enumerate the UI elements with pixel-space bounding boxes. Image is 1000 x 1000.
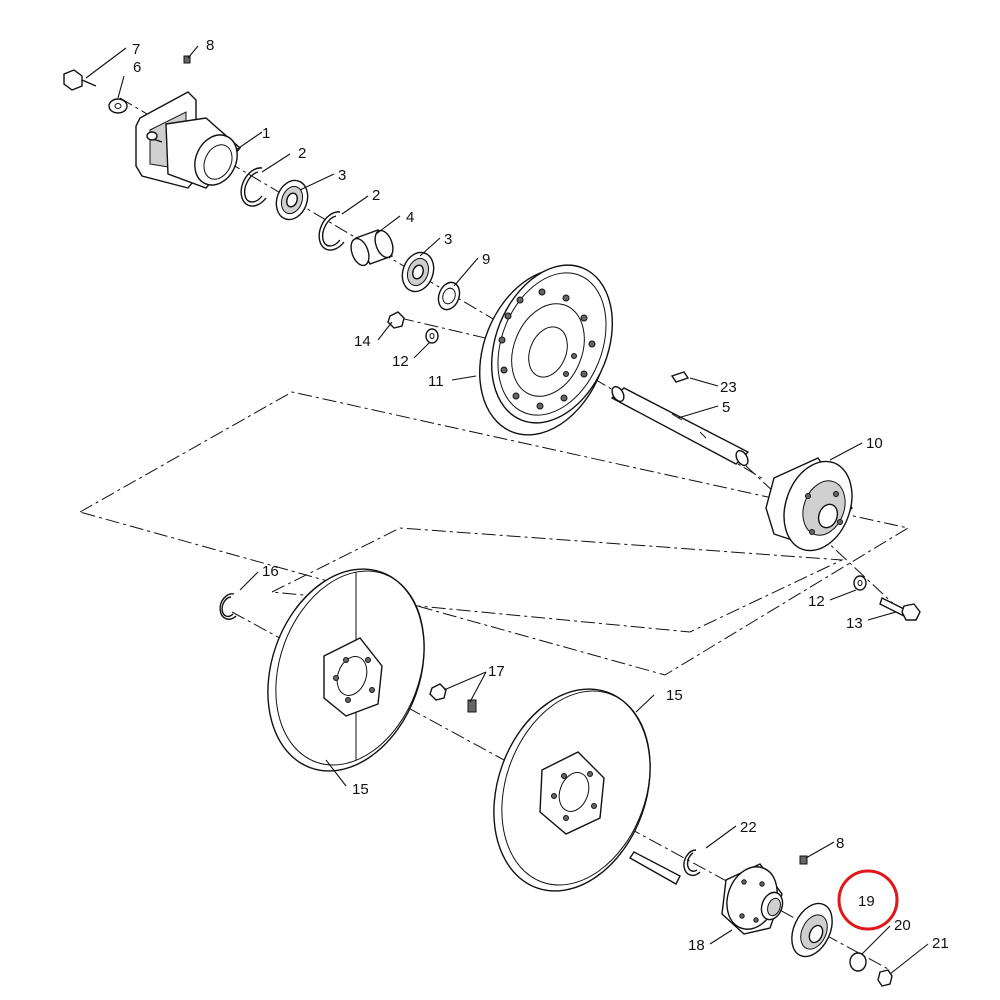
part-2-snap-ring-a: [240, 167, 267, 207]
callout-18: 18: [688, 937, 705, 954]
part-21-screw: [877, 969, 893, 987]
callout-3-b: 3: [444, 231, 452, 248]
callout-21: 21: [932, 935, 949, 952]
part-6-washer: [108, 98, 128, 114]
part-20-washer: [849, 952, 867, 972]
callout-1: 1: [262, 125, 270, 142]
callout-19: 19: [858, 893, 875, 910]
threaded-rod: [628, 851, 681, 885]
callout-2-b: 2: [372, 187, 380, 204]
part-4-spacer: [350, 229, 394, 267]
part-2-snap-ring-b: [318, 211, 345, 251]
part-12-washer-b: [853, 575, 867, 591]
callout-11: 11: [428, 373, 444, 390]
part-19-seal-cap: [791, 902, 833, 958]
callout-5: 5: [722, 399, 730, 416]
part-17-bolts: [429, 683, 477, 713]
part-23-key: [670, 371, 690, 383]
callout-16: 16: [262, 563, 279, 580]
callout-8-bottom: 8: [836, 835, 844, 852]
callout-8-top: 8: [206, 37, 214, 54]
part-10-hub: [765, 457, 853, 552]
part-13-bolt: [879, 597, 921, 621]
part-22-snap-ring: [683, 849, 701, 877]
callout-labels: 7 6 8 1 2 3 2 4 3 9 14 12 11 23 5 10 12 …: [132, 37, 949, 954]
part-16-snap-ring: [219, 593, 237, 620]
callout-23: 23: [720, 379, 737, 396]
callout-12-b: 12: [808, 593, 825, 610]
part-9-seal: [437, 281, 461, 311]
callout-22: 22: [740, 819, 757, 836]
part-11-pulley: [479, 264, 614, 436]
callout-17: 17: [488, 663, 505, 680]
part-18-flange-hub: [721, 863, 784, 935]
part-8-grease-fitting-b: [799, 855, 808, 865]
callout-10: 10: [866, 435, 883, 452]
part-14-nut: [387, 311, 405, 329]
highlight-circle-19: [837, 869, 899, 931]
callout-13: 13: [846, 615, 863, 632]
callout-14: 14: [354, 333, 371, 350]
callout-6: 6: [133, 59, 141, 76]
part-8-grease-fitting: [183, 55, 191, 64]
callout-12-a: 12: [392, 353, 409, 370]
callout-4: 4: [406, 209, 414, 226]
part-3-bearing-a: [275, 179, 309, 221]
assembly-boundary-dashed: [79, 391, 910, 676]
part-5-shaft: [610, 385, 750, 467]
part-3-bearing-b: [401, 251, 435, 293]
part-15-blade-b: [493, 688, 651, 892]
callout-20: 20: [894, 917, 911, 934]
callout-15-b: 15: [666, 687, 683, 704]
part-12-washer-a: [425, 328, 439, 344]
callout-15-a: 15: [352, 781, 369, 798]
part-15-blade-a: [267, 568, 425, 772]
part-7-bolt: [63, 69, 97, 91]
part-1-bearing-housing: [135, 91, 241, 189]
leader-lines: [85, 45, 929, 975]
callout-3-a: 3: [338, 167, 346, 184]
callout-9: 9: [482, 251, 490, 268]
callout-7: 7: [132, 41, 140, 58]
callout-2-a: 2: [298, 145, 306, 162]
